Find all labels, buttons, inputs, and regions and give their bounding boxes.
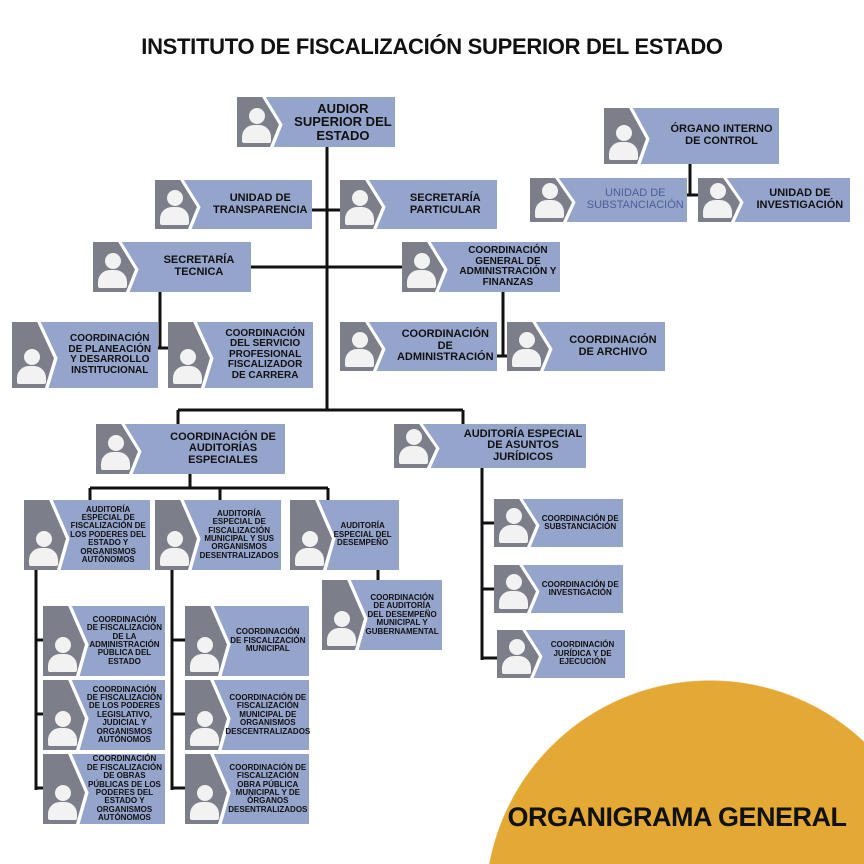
node-label: COORDINACIÓN DEL SERVICIO PROFESIONAL FI… [225,327,305,381]
node-label: COORDINACIÓN DE INVESTIGACIÓN [541,579,619,597]
person-icon [498,508,528,544]
node-label: UNIDAD DE INVESTIGACIÓN [756,187,844,211]
org-node-audior: AUDIOR SUPERIOR DEL ESTADO [237,97,395,147]
person-icon [97,253,127,289]
node-label: COORDINACIÓN DE SUBSTANCIACIÓN [541,513,619,531]
org-node-cjuridica: COORDINACIÓN JURÍDICA Y DE EJECUCIÓN [497,630,625,678]
person-icon [159,190,189,226]
node-label: AUDITORÍA ESPECIAL DE ASUNTOS JURÍDICOS [463,427,583,463]
page-title: INSTITUTO DE FISCALIZACIÓN SUPERIOR DEL … [141,34,723,59]
node-label: SECRETARÍA TECNICA [163,254,235,278]
person-icon [47,637,77,673]
org-node-cfmo: COORDINACIÓN DE FISCALIZACIÓN MUNICIPAL … [185,680,311,750]
person-icon [326,611,356,647]
person-icon [406,253,436,289]
person-icon [534,183,564,219]
node-label: COORDINACIÓN DE FISCALIZACIÓN DE OBRAS P… [86,754,163,823]
person-icon [511,332,541,368]
person-icon [398,429,428,465]
person-icon [189,785,219,821]
org-node-particular: SECRETARÍA PARTICULAR [340,180,497,229]
person-icon [47,711,77,747]
org-node-cfop: COORDINACIÓN DE FISCALIZACIÓN DE OBRAS P… [43,754,165,824]
person-icon [100,435,130,471]
org-node-aeaj: AUDITORÍA ESPECIAL DE ASUNTOS JURÍDICOS [394,424,586,468]
person-icon [344,190,374,226]
org-node-uinvest: UNIDAD DE INVESTIGACIÓN [698,178,850,222]
node-label: COORDINACIÓN GENERAL DE ADMINISTRACIÓN Y… [459,245,557,288]
org-node-oic: ÓRGANO INTERNO DE CONTROL [604,108,779,164]
person-icon [189,711,219,747]
node-label: COORDINACIÓN DE PLANEACIÓN Y DESARROLLO … [68,333,152,376]
org-node-aepoderes: AUDITORÍA ESPECIAL DE FISCALIZACIÓN DE L… [24,500,150,570]
person-icon [344,332,374,368]
node-label: COORDINACIÓN DE ADMINISTRACIÓN [396,328,494,364]
node-label: AUDITORÍA ESPECIAL DEL DESEMPEÑO [333,521,392,548]
org-node-cinvest: COORDINACIÓN DE INVESTIGACIÓN [494,565,623,613]
node-label: ÓRGANO INTERNO DE CONTROL [670,123,773,147]
person-icon [16,349,46,385]
person-icon [608,125,638,161]
node-label: COORDINACIÓN DE FISCALIZACIÓN MUNICIPAL [230,627,306,654]
org-node-planeacion: COORDINACIÓN DE PLANEACIÓN Y DESARROLLO … [12,322,158,388]
node-label: COORDINACIÓN DE AUDITORÍA DEL DESEMPEÑO … [365,593,439,636]
org-node-servicio: COORDINACIÓN DEL SERVICIO PROFESIONAL FI… [168,322,313,388]
org-node-cgaf: COORDINACIÓN GENERAL DE ADMINISTRACIÓN Y… [402,242,560,292]
node-label: COORDINACIÓN DE AUDITORÍAS ESPECIALES [170,430,276,466]
org-node-cfm: COORDINACIÓN DE FISCALIZACIÓN MUNICIPAL [185,606,309,676]
org-node-cflj: COORDINACIÓN DE FISCALIZACIÓN DE LOS POD… [43,680,165,750]
org-node-cfopm: COORDINACIÓN DE FISCALIZACIÓN OBRA PÚBLI… [185,754,309,824]
org-node-archivo: COORDINACIÓN DE ARCHIVO [507,322,665,371]
node-label: AUDITORÍA ESPECIAL DE FISCALIZACIÓN MUNI… [199,508,279,560]
node-label: COORDINACIÓN DE FISCALIZACIÓN DE LOS POD… [86,684,163,744]
footer-title: ORGANIGRAMA GENERAL [507,802,848,832]
node-label: COORDINACIÓN DE ARCHIVO [569,333,657,358]
org-node-csubst: COORDINACIÓN DE SUBSTANCIACIÓN [494,499,623,547]
person-icon [28,531,58,567]
node-label: COORDINACIÓN DE FISCALIZACIÓN DE LA ADMI… [86,614,163,666]
person-icon [498,574,528,610]
person-icon [241,108,271,144]
person-icon [294,531,324,567]
org-node-usubst: UNIDAD DE SUBSTANCIACIÓN [530,178,687,222]
org-node-transparencia: UNIDAD DE TRANSPARENCIA [155,180,312,229]
person-icon [172,349,202,385]
node-label: AUDITORÍA ESPECIAL DE FISCALIZACIÓN DE L… [70,504,147,564]
person-icon [501,639,531,675]
org-node-tecnica: SECRETARÍA TECNICA [93,242,251,292]
node-label: COORDINACIÓN JURÍDICA Y DE EJECUCIÓN [550,640,615,667]
person-icon [47,785,77,821]
node-label: SECRETARÍA PARTICULAR [409,191,481,216]
person-icon [189,637,219,673]
org-node-cadmin: COORDINACIÓN DE ADMINISTRACIÓN [340,322,497,371]
node-label: UNIDAD DE SUBSTANCIACIÓN [586,187,684,211]
org-node-aemunicipal: AUDITORÍA ESPECIAL DE FISCALIZACIÓN MUNI… [155,500,281,570]
person-icon [702,183,732,219]
node-label: COORDINACIÓN DE FISCALIZACIÓN MUNICIPAL … [225,693,311,736]
node-label: UNIDAD DE TRANSPARENCIA [212,191,308,216]
node-label: AUDIOR SUPERIOR DEL ESTADO [294,100,392,143]
org-node-cae: COORDINACIÓN DE AUDITORÍAS ESPECIALES [96,424,285,474]
org-node-aedesempeno: AUDITORÍA ESPECIAL DEL DESEMPEÑO [290,500,399,570]
org-node-cfap: COORDINACIÓN DE FISCALIZACIÓN DE LA ADMI… [43,606,165,676]
org-node-cdesempeno: COORDINACIÓN DE AUDITORÍA DEL DESEMPEÑO … [322,580,442,650]
person-icon [159,531,189,567]
node-label: COORDINACIÓN DE FISCALIZACIÓN OBRA PÚBLI… [228,762,308,814]
